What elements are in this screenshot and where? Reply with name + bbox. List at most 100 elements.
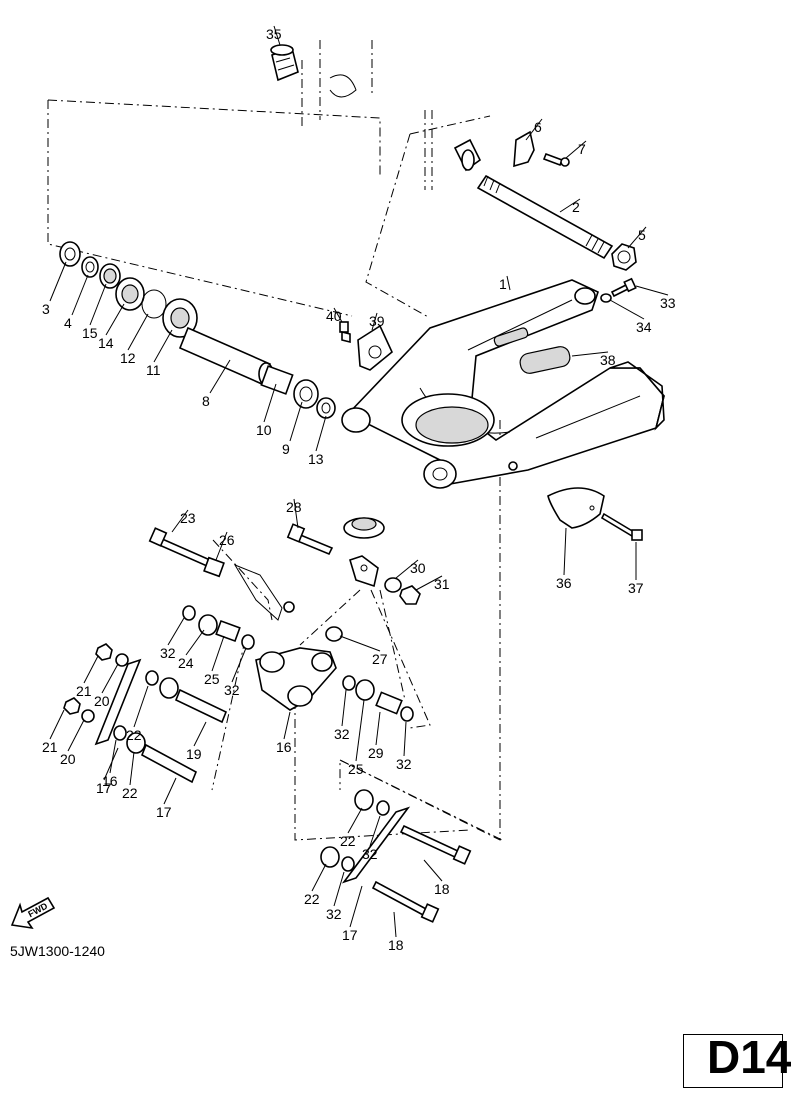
callout-leader-18 bbox=[393, 911, 397, 938]
callout-20: 20 bbox=[94, 693, 110, 709]
part-16-relay-arm bbox=[255, 647, 337, 711]
callout-9: 9 bbox=[282, 441, 290, 457]
callout-leader-32 bbox=[341, 689, 347, 727]
part-26-collar bbox=[203, 556, 225, 578]
part-23-bolt bbox=[148, 527, 212, 568]
callout-leader-20 bbox=[101, 663, 119, 694]
callout-32: 32 bbox=[362, 846, 378, 862]
callout-14: 14 bbox=[98, 335, 114, 351]
part-13-seal bbox=[316, 397, 336, 419]
part-33-bolt bbox=[610, 277, 637, 298]
part-7-bolt bbox=[542, 152, 570, 167]
part-30-washer bbox=[384, 577, 402, 593]
callout-17: 17 bbox=[342, 927, 358, 943]
callout-30: 30 bbox=[410, 560, 426, 576]
callout-22: 22 bbox=[122, 785, 138, 801]
part-14-bearing bbox=[115, 277, 145, 311]
callout-32: 32 bbox=[326, 906, 342, 922]
part-38-pad bbox=[519, 346, 571, 374]
callout-18: 18 bbox=[388, 937, 404, 953]
callout-16: 16 bbox=[102, 773, 118, 789]
part-18-bolt bbox=[371, 824, 472, 923]
part-28-bolt bbox=[286, 523, 334, 556]
callout-1: 1 bbox=[499, 276, 507, 292]
callout-leader-23 bbox=[171, 509, 189, 533]
part-3-nut bbox=[59, 241, 81, 267]
callout-leader-22 bbox=[311, 863, 327, 892]
callout-leader-9 bbox=[289, 401, 303, 442]
part-31-nut bbox=[399, 585, 421, 605]
callout-leader-3 bbox=[49, 261, 67, 302]
callout-3: 3 bbox=[42, 301, 50, 317]
part-17-link bbox=[94, 658, 411, 884]
callout-24: 24 bbox=[178, 655, 194, 671]
callout-leader-25 bbox=[211, 635, 225, 672]
callout-22: 22 bbox=[126, 727, 142, 743]
callout-leader-32 bbox=[231, 647, 247, 683]
part-9-bearing bbox=[293, 379, 319, 409]
callout-leader-32 bbox=[403, 721, 407, 757]
callout-leader-32 bbox=[369, 815, 381, 847]
callout-leader-16 bbox=[283, 711, 291, 740]
callout-20: 20 bbox=[60, 751, 76, 767]
callout-leader-14 bbox=[105, 303, 125, 336]
callout-leader-31 bbox=[415, 575, 443, 591]
part-15-seal bbox=[99, 263, 121, 289]
callout-leader-33 bbox=[635, 285, 669, 296]
callout-23: 23 bbox=[180, 510, 196, 526]
callout-25: 25 bbox=[348, 761, 364, 777]
callout-15: 15 bbox=[82, 325, 98, 341]
callout-39: 39 bbox=[369, 313, 385, 329]
part-1-swingarm bbox=[341, 279, 665, 489]
part-19-collar bbox=[140, 688, 228, 784]
callout-leader-30 bbox=[395, 559, 419, 579]
callout-17: 17 bbox=[156, 804, 172, 820]
part-39-bracket bbox=[357, 324, 393, 371]
callout-40: 40 bbox=[326, 308, 342, 324]
part-21-nut bbox=[63, 643, 113, 715]
callout-leader-12 bbox=[127, 313, 149, 351]
part-32-seal bbox=[113, 605, 414, 872]
callout-25: 25 bbox=[204, 671, 220, 687]
callout-leader-26 bbox=[215, 531, 228, 561]
exploded-parts-diagram: FWD 356725133344039383415141211810913232… bbox=[10, 25, 676, 953]
callout-29: 29 bbox=[368, 745, 384, 761]
callout-leader-36 bbox=[563, 527, 567, 576]
callout-22: 22 bbox=[304, 891, 320, 907]
callout-37: 37 bbox=[628, 580, 644, 596]
part-34-washer bbox=[600, 293, 612, 303]
callout-leader-29 bbox=[375, 711, 381, 746]
part-37-bolt bbox=[600, 512, 643, 541]
callout-38: 38 bbox=[600, 352, 616, 368]
callout-leader-21 bbox=[49, 709, 65, 740]
callout-26: 26 bbox=[219, 532, 235, 548]
frame-bracket bbox=[233, 563, 295, 621]
callout-8: 8 bbox=[202, 393, 210, 409]
callout-leader-8 bbox=[209, 359, 231, 394]
callout-leader-22 bbox=[129, 751, 135, 786]
callout-leader-17 bbox=[349, 885, 363, 928]
callout-32: 32 bbox=[160, 645, 176, 661]
callout-leader-15 bbox=[89, 283, 107, 326]
callout-leader-13 bbox=[315, 415, 327, 452]
part-27-collar bbox=[325, 626, 343, 642]
callout-31: 31 bbox=[434, 576, 450, 592]
callout-leader-25 bbox=[355, 699, 365, 762]
callout-leader-6 bbox=[525, 118, 543, 141]
callout-leader-19 bbox=[193, 721, 207, 747]
callout-leader-20 bbox=[67, 719, 85, 752]
callout-leader-38 bbox=[571, 351, 609, 357]
callout-leader-2 bbox=[559, 198, 581, 213]
callout-18: 18 bbox=[434, 881, 450, 897]
assembly-lines bbox=[47, 40, 503, 841]
callout-leader-28 bbox=[293, 498, 299, 529]
part-36-guard bbox=[547, 487, 605, 529]
callout-6: 6 bbox=[534, 119, 542, 135]
callout-leader-17 bbox=[163, 777, 177, 805]
page-number-label: D14 bbox=[707, 1031, 791, 1083]
callout-leader-32 bbox=[333, 871, 345, 907]
callout-leader-7 bbox=[565, 140, 587, 159]
part-10-bush bbox=[260, 365, 294, 395]
callout-19: 19 bbox=[186, 746, 202, 762]
